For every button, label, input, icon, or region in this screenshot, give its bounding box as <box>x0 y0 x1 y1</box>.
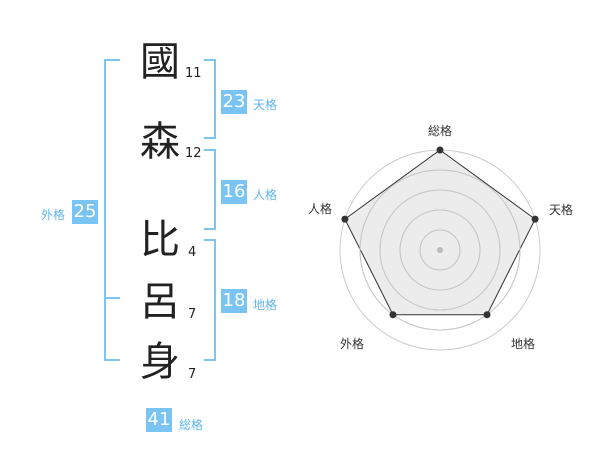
stroke-count-3: 4 <box>188 245 197 260</box>
radar-axis-label-gaikaku: 外格 <box>340 337 365 351</box>
chikaku-label: 地格 <box>253 298 278 312</box>
radar-point-5 <box>341 215 349 223</box>
tenkaku-label: 天格 <box>253 98 278 112</box>
tenkaku-value: 23 <box>221 90 247 114</box>
name-char-5: 身 <box>140 339 180 385</box>
radar-data-polygon <box>344 149 536 316</box>
radar-point-3 <box>483 311 491 319</box>
name-char-4: 呂 <box>140 279 180 325</box>
radar-grid-ring-inner <box>379 189 501 311</box>
radar-point-4 <box>389 311 397 319</box>
radar-center-dot <box>437 247 443 253</box>
gaikaku-value: 25 <box>72 200 98 224</box>
jinkaku-value: 16 <box>221 180 247 204</box>
stroke-count-1: 11 <box>185 66 202 81</box>
name-char-1: 國 <box>140 39 180 85</box>
radar-grid-ring-inner <box>359 169 521 331</box>
stroke-count-2: 12 <box>185 146 202 161</box>
name-char-2: 森 <box>140 119 180 165</box>
radar-axis-label-tenkaku: 天格 <box>549 203 574 217</box>
radar-grid-ring-inner <box>399 209 481 291</box>
radar-point-1 <box>436 146 444 154</box>
radar-grid-ring-inner <box>419 229 461 271</box>
radar-axis-label-jinkaku: 人格 <box>308 202 333 216</box>
radar-axis-label-chikaku: 地格 <box>511 337 536 351</box>
radar-axis-label-soukaku: 総格 <box>428 124 453 138</box>
soukaku-value: 41 <box>146 408 172 432</box>
name-char-3: 比 <box>140 217 180 263</box>
chikaku-value: 18 <box>221 289 247 313</box>
stroke-count-5: 7 <box>188 367 197 382</box>
radar-point-2 <box>531 215 539 223</box>
soukaku-label: 総格 <box>179 418 204 432</box>
jinkaku-label: 人格 <box>253 188 278 202</box>
gaikaku-label: 外格 <box>41 208 66 222</box>
stroke-count-4: 7 <box>188 307 197 322</box>
